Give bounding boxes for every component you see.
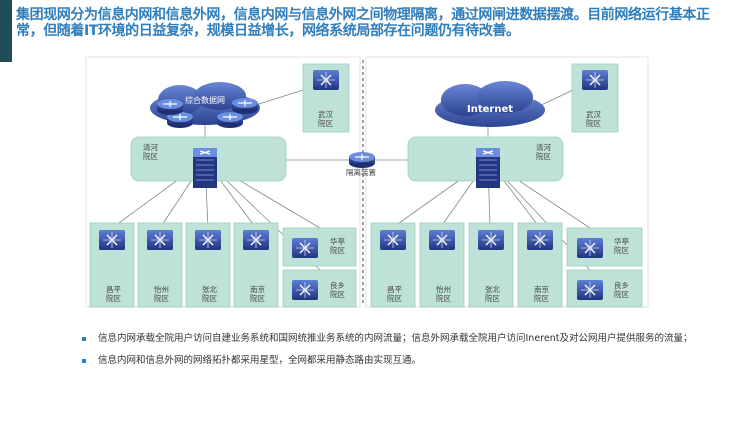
left-side-site-2: 良乡 院区 — [282, 269, 357, 308]
bullet-item: 信息内网和信息外网的网络拓扑都采用星型，全网都采用静态路由实现互通。 — [78, 352, 698, 370]
right-side-site-2: 良乡 院区 — [566, 269, 643, 308]
left-cloud-integrated-data-network: 综合数据网 — [150, 82, 260, 129]
svg-text:清河: 清河 — [536, 142, 551, 152]
right-cloud-label: Internet — [467, 104, 513, 115]
svg-text:武汉: 武汉 — [318, 109, 333, 119]
right-site-wuhan: 武汉 院区 — [571, 63, 619, 133]
svg-text:院区: 院区 — [536, 151, 551, 161]
svg-text:昌平: 昌平 — [387, 285, 402, 294]
svg-text:院区: 院区 — [436, 293, 451, 303]
svg-text:院区: 院区 — [485, 293, 500, 303]
bullet-marker-icon — [82, 359, 86, 363]
right-side-site-1: 华亭 院区 — [566, 227, 643, 267]
left-site-wuhan: 武汉 院区 — [302, 63, 350, 133]
svg-text:院区: 院区 — [330, 245, 345, 255]
left-branch-1: 昌平 院区 — [89, 222, 135, 308]
bullet-text: 信息内网和信息外网的网络拓扑都采用星型，全网都采用静态路由实现互通。 — [98, 355, 422, 366]
svg-text:院区: 院区 — [614, 289, 629, 299]
svg-text:院区: 院区 — [534, 293, 549, 303]
svg-text:院区: 院区 — [614, 245, 629, 255]
svg-text:院区: 院区 — [154, 293, 169, 303]
bullet-item: 信息内网承载全院用户访问自建业务系统和国网统推业务系统的内网流量；信息外网承载全… — [78, 330, 698, 348]
svg-text:清河: 清河 — [143, 142, 158, 152]
svg-text:华亭: 华亭 — [330, 236, 345, 246]
svg-text:昌平: 昌平 — [106, 285, 121, 294]
isolation-gateway: 隔离装置 — [346, 151, 376, 177]
left-branch-4: 南京 院区 — [233, 222, 279, 308]
left-side-site-1: 华亭 院区 — [282, 227, 357, 267]
svg-text:良乡: 良乡 — [330, 280, 345, 290]
left-branch-sites: 昌平 院区 怡州 院区 张北 院区 南京 院区 华亭 院区 — [89, 222, 357, 308]
svg-text:张北: 张北 — [202, 285, 217, 294]
right-cloud-internet: Internet — [435, 81, 545, 127]
bullet-text: 信息内网承载全院用户访问自建业务系统和国网统推业务系统的内网流量；信息外网承载全… — [98, 333, 693, 344]
svg-text:良乡: 良乡 — [614, 280, 629, 290]
left-cloud-label: 综合数据网 — [185, 95, 225, 105]
svg-text:武汉: 武汉 — [586, 109, 601, 119]
right-branch-2: 怡州 院区 — [419, 222, 465, 308]
svg-text:院区: 院区 — [106, 293, 121, 303]
svg-text:院区: 院区 — [586, 118, 601, 128]
svg-text:院区: 院区 — [202, 293, 217, 303]
svg-text:南京: 南京 — [250, 284, 265, 294]
svg-text:院区: 院区 — [250, 293, 265, 303]
left-core-site: 清河 院区 — [130, 136, 287, 189]
bullet-list: 信息内网承载全院用户访问自建业务系统和国网统推业务系统的内网流量；信息外网承载全… — [78, 330, 698, 374]
bullet-marker-icon — [82, 337, 86, 341]
right-branch-1: 昌平 院区 — [370, 222, 416, 308]
svg-text:院区: 院区 — [143, 151, 158, 161]
right-branch-4: 南京 院区 — [517, 222, 563, 308]
svg-text:院区: 院区 — [387, 293, 402, 303]
right-core-site: 清河 院区 — [407, 136, 564, 189]
svg-text:华亭: 华亭 — [614, 236, 629, 246]
svg-text:隔离装置: 隔离装置 — [346, 167, 376, 177]
svg-text:院区: 院区 — [318, 118, 333, 128]
right-branch-sites: 昌平 院区 怡州 院区 张北 院区 南京 院区 华亭 院区 — [370, 222, 643, 308]
left-branch-3: 张北 院区 — [185, 222, 231, 308]
svg-text:院区: 院区 — [330, 289, 345, 299]
svg-text:南京: 南京 — [534, 284, 549, 294]
accent-bar — [0, 0, 12, 62]
svg-text:张北: 张北 — [485, 285, 500, 294]
page-heading: 集团现网分为信息内网和信息外网，信息内网与信息外网之间物理隔离，通过网闸进数据摆… — [16, 7, 710, 39]
right-branch-3: 张北 院区 — [468, 222, 514, 308]
svg-text:怡州: 怡州 — [154, 284, 169, 294]
svg-text:怡州: 怡州 — [436, 284, 451, 294]
left-branch-2: 怡州 院区 — [137, 222, 183, 308]
